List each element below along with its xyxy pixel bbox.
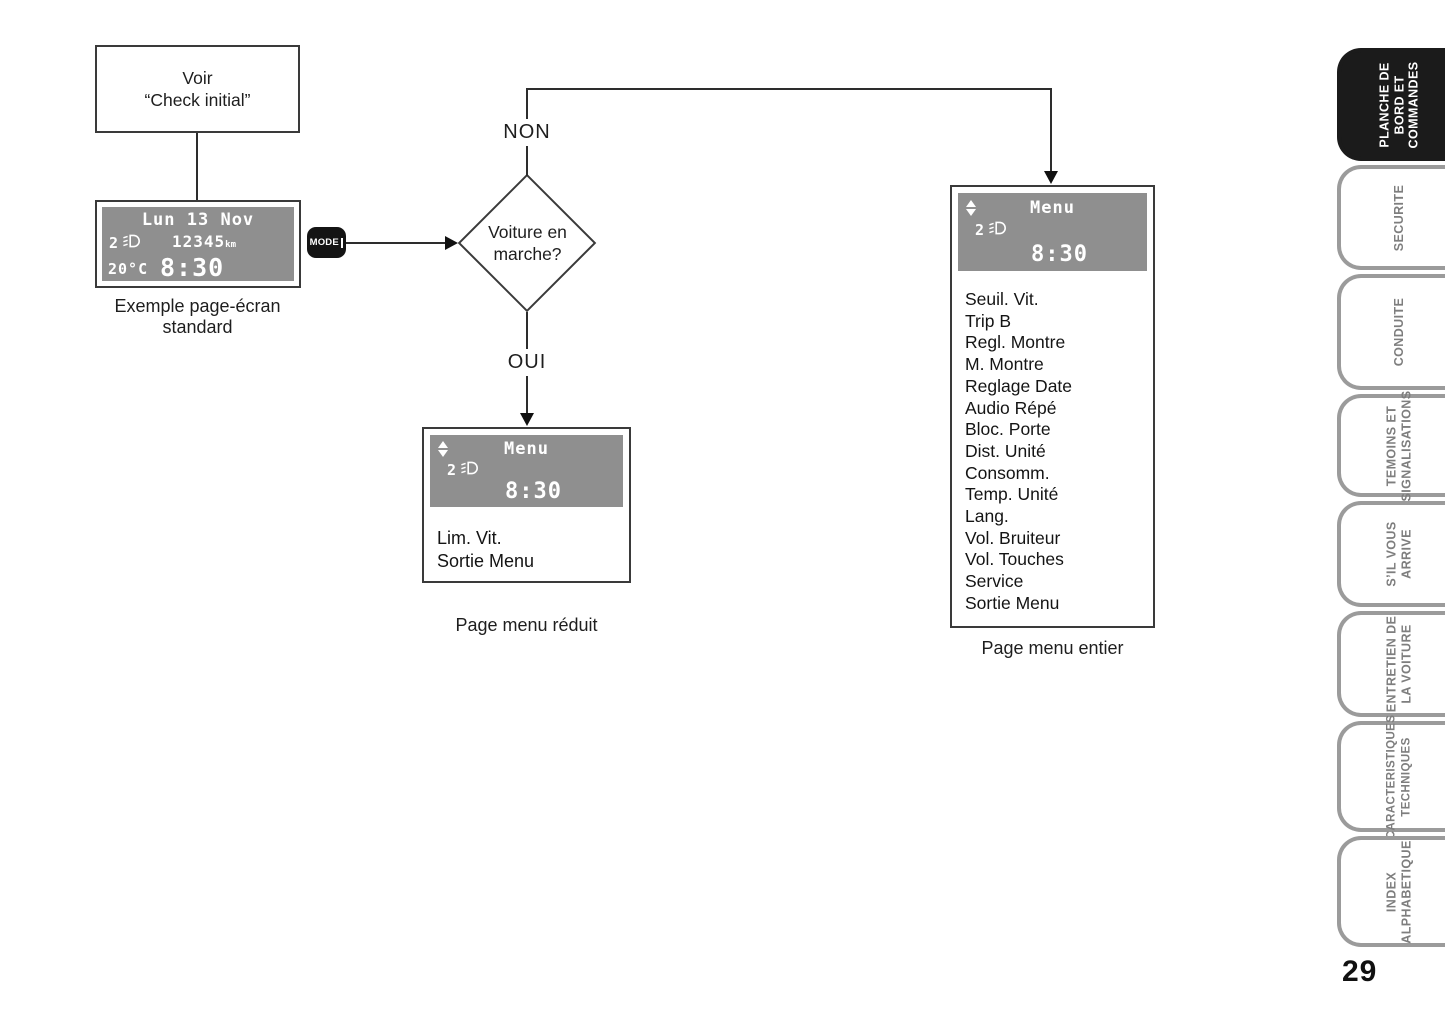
menu-item: Regl. Montre (965, 332, 1066, 353)
low-beam-icon (987, 220, 1008, 240)
start-box-line2: “Check initial” (144, 90, 251, 110)
mode-button-label: MODE (309, 237, 339, 248)
menu-item: Bloc. Porte (965, 419, 1051, 440)
full-menu-list: Seuil. Vit. Trip B Regl. Montre M. Montr… (952, 277, 1153, 615)
standard-screen-caption: Exemple page-écran standard (70, 296, 325, 338)
low-beam-icon (459, 460, 480, 480)
menu-item: Consomm. (965, 462, 1050, 483)
page-number: 29 (1342, 955, 1378, 988)
sidebar-tab-securite: SECURITE (1337, 165, 1445, 270)
standard-screen-odometer-group: 12345km (172, 232, 236, 251)
menu-item: Reglage Date (965, 375, 1073, 396)
low-beam-icon (121, 233, 142, 253)
standard-screen-temperature: 20°C (108, 260, 149, 278)
start-box: Voir “Check initial” (95, 45, 300, 133)
standard-screen: Lun 13 Nov 2 12345km 20°C 8:30 (95, 200, 301, 288)
arrowhead-into-full-menu (1044, 171, 1058, 184)
full-menu-gear-row: 2 (975, 220, 1008, 240)
decision-line2: marche? (493, 244, 562, 264)
sidebar-tab-caracteristiques: CARACTERISTIQUES TECHNIQUES (1337, 714, 1445, 839)
standard-screen-lcd: Lun 13 Nov 2 12345km 20°C 8:30 (102, 207, 294, 282)
sidebar-tab-conduite: CONDUITE (1337, 274, 1445, 390)
connector-non-down (1050, 88, 1052, 174)
arrowhead-into-decision (445, 236, 458, 250)
sidebar-tab-label: ENTRETIEN DE LA VOITURE (1384, 615, 1414, 713)
standard-screen-caption-line1: Exemple page-écran (114, 296, 281, 316)
menu-item: Temp. Unité (965, 484, 1059, 505)
sidebar-tab-label: CONDUITE (1391, 297, 1406, 367)
standard-screen-odometer: 12345 (172, 232, 226, 251)
menu-item: Trip B (965, 310, 1012, 331)
reduced-menu-title: Menu (504, 439, 549, 459)
decision-text: Voiture en marche? (455, 221, 600, 265)
sidebar-tab-label: S’IL VOUS ARRIVE (1384, 521, 1414, 587)
menu-item: Sortie Menu (965, 592, 1060, 613)
menu-item: M. Montre (965, 354, 1044, 375)
decision-line1: Voiture en (488, 222, 567, 242)
full-menu-lcd: Menu 2 8:30 (958, 193, 1147, 271)
full-menu-title: Menu (1030, 198, 1075, 218)
menu-item: Audio Répé (965, 397, 1057, 418)
standard-screen-caption-line2: standard (162, 317, 233, 337)
standard-screen-odometer-unit: km (225, 240, 237, 250)
oui-label: OUI (495, 349, 559, 376)
sidebar-tab-label: CARACTERISTIQUES TECHNIQUES (1385, 714, 1413, 839)
reduced-menu-gear: 2 (447, 461, 457, 479)
menu-item: Lang. (965, 506, 1009, 527)
full-menu-time: 8:30 (1031, 242, 1088, 267)
menu-item: Seuil. Vit. (965, 289, 1039, 309)
reduced-menu-list: Lim. Vit. Sortie Menu (424, 513, 629, 573)
non-label: NON (495, 119, 559, 146)
full-menu-gear: 2 (975, 221, 985, 239)
reduced-menu-gear-row: 2 (447, 460, 480, 480)
full-menu-box: Menu 2 8:30 Seuil. Vit. Trip B Regl. Mon… (950, 185, 1155, 628)
full-menu-caption: Page menu entier (981, 638, 1124, 658)
reduced-menu-box: Menu 2 8:30 Lim. Vit. Sortie Menu (422, 427, 631, 583)
standard-screen-gear: 2 (109, 234, 119, 252)
reduced-menu-caption: Page menu réduit (455, 615, 598, 635)
sidebar-tab-label: TEMOINS ET SIGNALISATIONS (1384, 390, 1414, 501)
connector-start-to-screen (196, 133, 198, 201)
sidebar-tab-planche-de-bord: PLANCHE DE BORD ET COMMANDES (1337, 48, 1445, 161)
scroll-updown-icon (966, 200, 976, 216)
sidebar-tab-sil-vous-arrive: S’IL VOUS ARRIVE (1337, 501, 1445, 607)
scroll-updown-icon (438, 441, 448, 457)
reduced-menu-lcd: Menu 2 8:30 (430, 435, 623, 507)
menu-item: Dist. Unité (965, 440, 1046, 461)
mode-button: MODE (307, 227, 346, 258)
sidebar-tab-index: INDEX ALPHABETIQUE (1337, 836, 1445, 947)
reduced-menu-time: 8:30 (505, 479, 562, 504)
sidebar-tab-label: SECURITE (1391, 184, 1406, 251)
menu-item: Service (965, 571, 1024, 592)
sidebar-tab-label: INDEX ALPHABETIQUE (1384, 839, 1414, 944)
menu-item: Vol. Bruiteur (965, 527, 1061, 548)
arrowhead-into-reduced-menu (520, 413, 534, 426)
sidebar-tab-label: PLANCHE DE BORD ET COMMANDES (1377, 61, 1421, 148)
sidebar-tab-entretien: ENTRETIEN DE LA VOITURE (1337, 611, 1445, 717)
sidebar-tab-temoins: TEMOINS ET SIGNALISATIONS (1337, 390, 1445, 501)
mode-button-indicator-icon (340, 237, 344, 248)
start-box-line1: Voir (182, 68, 213, 88)
standard-screen-time: 8:30 (160, 253, 225, 282)
connector-mode-to-decision (346, 242, 447, 244)
menu-item: Vol. Touches (965, 549, 1064, 570)
standard-screen-date: Lun 13 Nov (141, 210, 255, 230)
menu-item: Lim. Vit. (437, 528, 502, 548)
connector-non-horizontal (526, 88, 1052, 90)
standard-screen-gear-row: 2 (109, 233, 142, 253)
menu-item: Sortie Menu (437, 551, 535, 571)
